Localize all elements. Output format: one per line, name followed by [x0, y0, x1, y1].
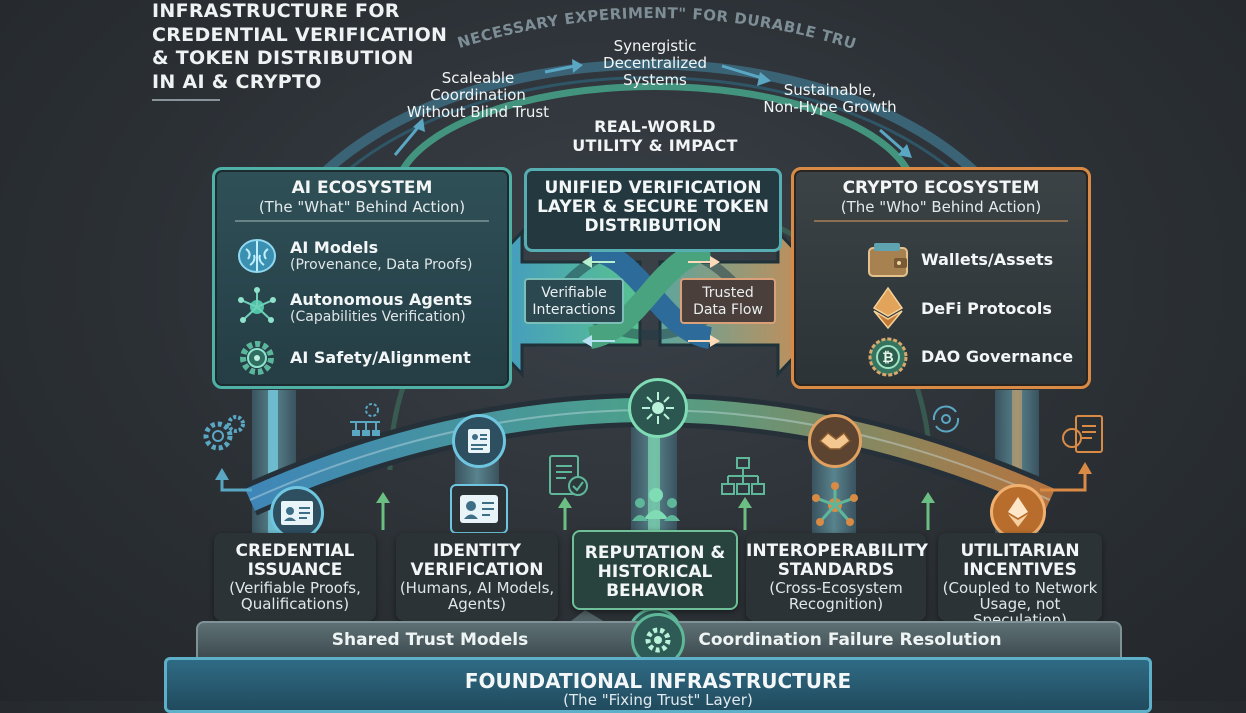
gears-icon — [200, 410, 248, 462]
ai-ecosystem-panel: AI ECOSYSTEM (The "What" Behind Action) … — [212, 167, 512, 389]
diagram-title: INFRASTRUCTURE FOR CREDENTIAL VERIFICATI… — [152, 0, 452, 94]
ai-item-agents: Autonomous Agents (Capabilities Verifica… — [290, 290, 473, 325]
crypto-panel-title: CRYPTO ECOSYSTEM — [842, 178, 1040, 198]
gear-brain-icon — [235, 336, 279, 380]
title-underline — [152, 99, 220, 101]
center-title-line-3: DISTRIBUTION — [584, 216, 722, 236]
ai-panel-divider — [235, 220, 489, 222]
ai-item-safety: AI Safety/Alignment — [290, 348, 471, 367]
handshake-icon — [808, 414, 862, 468]
brain-icon — [235, 234, 279, 278]
cycle-gear-icon — [928, 402, 964, 440]
bitcoin-coin-icon: ₿ — [866, 335, 910, 379]
unified-verification-panel: UNIFIED VERIFICATION LAYER & SECURE TOKE… — [524, 168, 782, 252]
identity-card-icon — [450, 484, 508, 534]
document-check-icon — [546, 452, 592, 504]
hierarchy-gear-icon — [346, 402, 386, 442]
crypto-ecosystem-panel: CRYPTO ECOSYSTEM (The "Who" Behind Actio… — [791, 167, 1091, 389]
platform-right-label: Coordination Failure Resolution — [698, 630, 1002, 650]
ethereum-icon — [866, 286, 910, 330]
ai-item-models: AI Models (Provenance, Data Proofs) — [290, 238, 473, 273]
network-hub-icon — [628, 378, 688, 438]
coin-document-icon — [1058, 412, 1108, 462]
wallet-icon — [866, 238, 910, 282]
foundation-title: FOUNDATIONAL INFRASTRUCTURE — [464, 669, 852, 693]
document-badge-icon — [452, 414, 506, 468]
title-line-2: CREDENTIAL VERIFICATION — [152, 23, 448, 46]
title-line-3: & TOKEN DISTRIBUTION — [152, 47, 414, 69]
crypto-item-wallets: Wallets/Assets — [921, 250, 1054, 269]
crypto-panel-subtitle: (The "Who" Behind Action) — [840, 198, 1042, 216]
crypto-panel-divider — [814, 220, 1068, 222]
molecule-network-icon — [810, 480, 860, 530]
foundation-layer: FOUNDATIONAL INFRASTRUCTURE (The "Fixing… — [164, 657, 1152, 713]
platform-left-label: Shared Trust Models — [331, 630, 529, 650]
org-chart-icon — [720, 456, 766, 504]
ai-panel-subtitle: (The "What" Behind Action) — [258, 198, 466, 216]
svg-text:₿: ₿ — [882, 350, 893, 366]
crypto-item-defi: DeFi Protocols — [921, 299, 1052, 318]
ai-panel-title: AI ECOSYSTEM — [291, 178, 433, 198]
arc-caption: A "NECESSARY EXPERIMENT" FOR DURABLE TRU… — [430, 0, 858, 53]
network-node-icon — [235, 285, 279, 329]
center-title-line-1: UNIFIED VERIFICATION — [544, 178, 762, 198]
crypto-item-dao: DAO Governance — [921, 347, 1074, 366]
id-badge-icon — [270, 486, 324, 540]
foundation-subtitle: (The "Fixing Trust" Layer) — [563, 691, 753, 709]
title-line-4: IN AI & CRYPTO — [152, 70, 322, 93]
title-line-1: INFRASTRUCTURE FOR — [152, 0, 400, 22]
community-icon — [630, 480, 682, 528]
ethereum-coin-icon — [990, 484, 1046, 540]
arc-label-right: Sustainable,Non-Hype Growth — [763, 81, 897, 116]
center-title-line-2: LAYER & SECURE TOKEN — [537, 197, 769, 217]
